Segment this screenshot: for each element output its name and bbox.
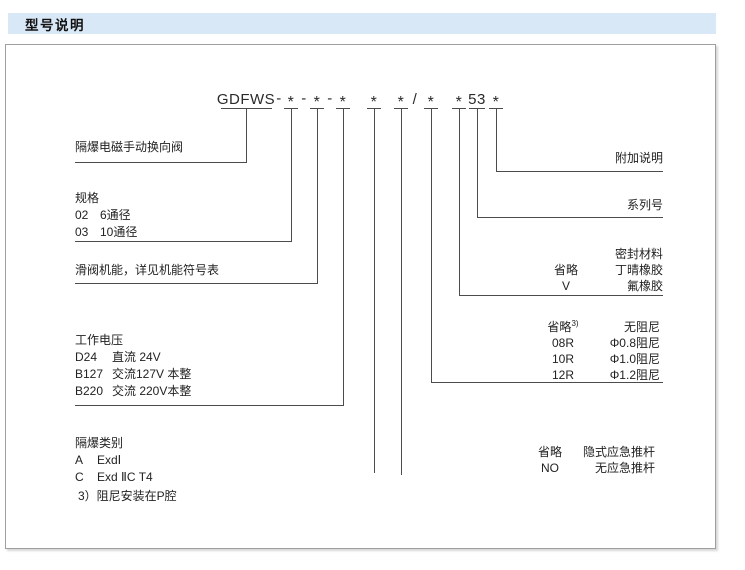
group-emergency-pushrod: 省略 隐式应急推杆 NO 无应急推杆 — [529, 442, 655, 474]
seal-heading: 密封材料 — [614, 247, 663, 261]
damping-row: 12R Φ1.2阻尼 — [551, 368, 660, 382]
model-code-prefix: GDFWS — [216, 91, 276, 108]
label-valve-type: 隔爆电磁手动换向阀 — [75, 140, 184, 154]
model-code-star: * — [455, 94, 463, 111]
label-spool-function: 滑阀机能，详见机能符号表 — [75, 263, 220, 277]
seal-row: V 氟橡胶 — [561, 279, 663, 293]
damping-row: 10R Φ1.0阻尼 — [551, 352, 660, 366]
exd-row: C Exd ⅡC T4 — [75, 470, 153, 484]
spec-row: 02 6通径 — [75, 208, 131, 222]
group-voltage: 工作电压 D24 直流 24V B127 交流127V 本整 B220 交流 2… — [75, 334, 191, 397]
model-code-star: * — [492, 94, 500, 111]
group-seal-material: 密封材料 省略 丁晴橡胶 V 氟橡胶 — [545, 248, 663, 292]
model-code-star: * — [313, 94, 321, 111]
voltage-row: D24 直流 24V — [75, 350, 161, 364]
spec-row: 03 10通径 — [75, 225, 138, 239]
spec-heading: 规格 — [75, 191, 100, 205]
voltage-row: B220 交流 220V本整 — [75, 384, 192, 398]
damping-row: 08R Φ0.8阻尼 — [551, 336, 660, 350]
group-exd-class: 隔爆类别 A ExdⅠ C Exd ⅡC T4 — [75, 437, 153, 483]
pushrod-row: 省略 隐式应急推杆 — [537, 445, 655, 459]
label-series-number: 系列号 — [626, 198, 663, 212]
footnote-marker: 3) — [571, 319, 579, 328]
page-title: 型号说明 — [25, 17, 85, 33]
model-code-star: * — [427, 94, 435, 111]
pushrod-row: NO 无应急推杆 — [541, 461, 655, 475]
group-spec: 规格 02 6通径 03 10通径 — [75, 192, 137, 238]
model-code-star: * — [370, 94, 378, 111]
model-code-series: 53 — [468, 91, 486, 108]
section-header-bar: 型号说明 — [8, 13, 716, 34]
model-code-dash: - — [276, 90, 282, 107]
seal-row: 省略 丁晴橡胶 — [553, 263, 663, 277]
exd-row: A ExdⅠ — [75, 453, 122, 467]
damping-row: 省略3) 无阻尼 — [547, 319, 660, 334]
model-code-star: * — [397, 94, 405, 111]
exd-heading: 隔爆类别 — [75, 436, 124, 450]
voltage-heading: 工作电压 — [75, 333, 124, 347]
model-code-slash: / — [412, 91, 418, 108]
footnote-damping-note: 3）阻尼安装在P腔 — [78, 489, 177, 503]
model-code-star: * — [339, 94, 347, 111]
model-code-dash: - — [301, 90, 307, 107]
model-code-star: * — [287, 94, 295, 111]
label-additional-note: 附加说明 — [614, 151, 663, 165]
model-code-dash: - — [327, 90, 333, 107]
group-damping: 省略3) 无阻尼 08R Φ0.8阻尼 10R Φ1.0阻尼 12R Φ1.2阻… — [542, 317, 660, 382]
voltage-row: B127 交流127V 本整 — [75, 367, 192, 381]
